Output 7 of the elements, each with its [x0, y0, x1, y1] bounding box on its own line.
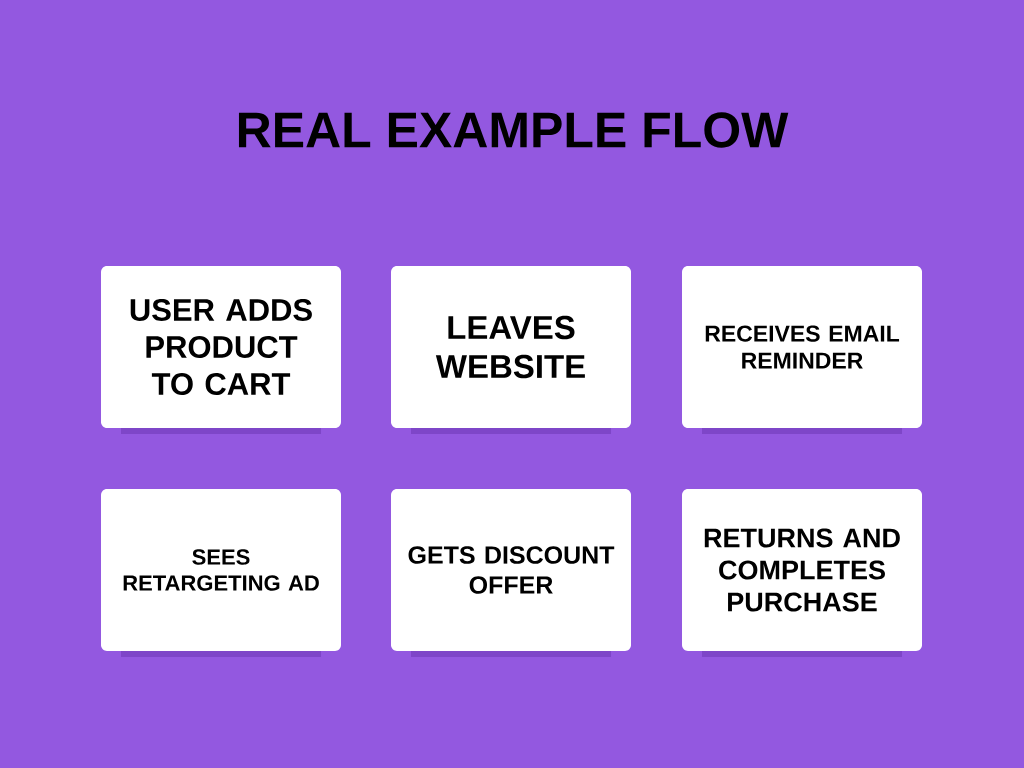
process-box: RETURNS AND COMPLETES PURCHASE [682, 489, 922, 657]
process-box: RECEIVES EMAIL REMINDER [682, 266, 922, 434]
process-box: GETS DISCOUNT OFFER [391, 489, 631, 657]
process-box: SEES RETARGETING AD [101, 489, 341, 657]
process-box: LEAVES WEBSITE [391, 266, 631, 434]
process-box: USER ADDS PRODUCT TO CART [101, 266, 341, 434]
title: REAL EXAMPLE FLOW [238, 112, 789, 148]
